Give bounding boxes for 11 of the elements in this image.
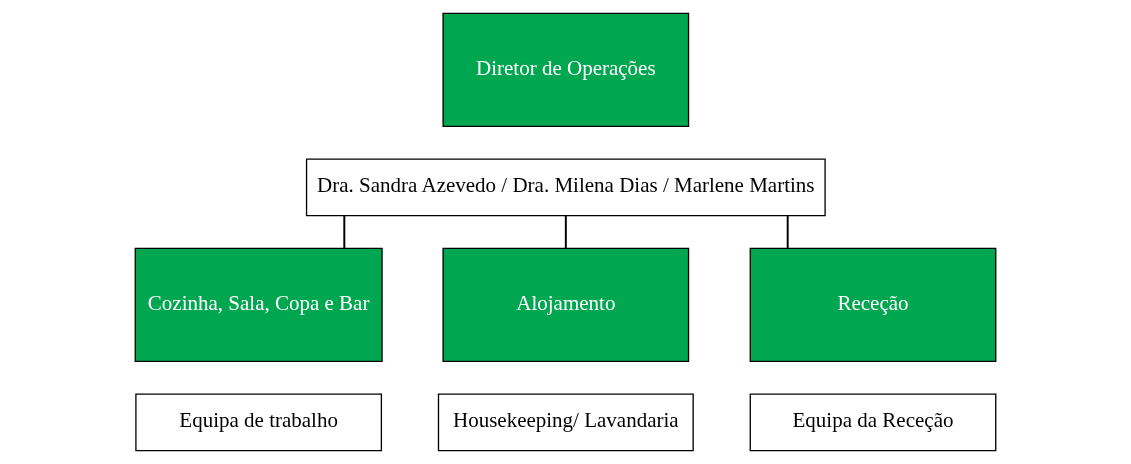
node-box: Equipa da Receção xyxy=(749,393,997,452)
node-box: Alojamento xyxy=(442,247,690,362)
node-box: Equipa de trabalho xyxy=(135,393,383,452)
node-box: Diretor de Operações xyxy=(442,12,690,127)
connector xyxy=(564,214,567,250)
node-box: Cozinha, Sala, Copa e Bar xyxy=(134,247,383,362)
connector xyxy=(343,214,346,250)
node-box: Housekeeping/ Lavandaria xyxy=(437,393,694,452)
connector xyxy=(786,214,789,250)
node-box: Dra. Sandra Azevedo / Dra. Milena Dias / Marlene Martins xyxy=(305,158,826,217)
node-box: Receção xyxy=(749,247,997,362)
